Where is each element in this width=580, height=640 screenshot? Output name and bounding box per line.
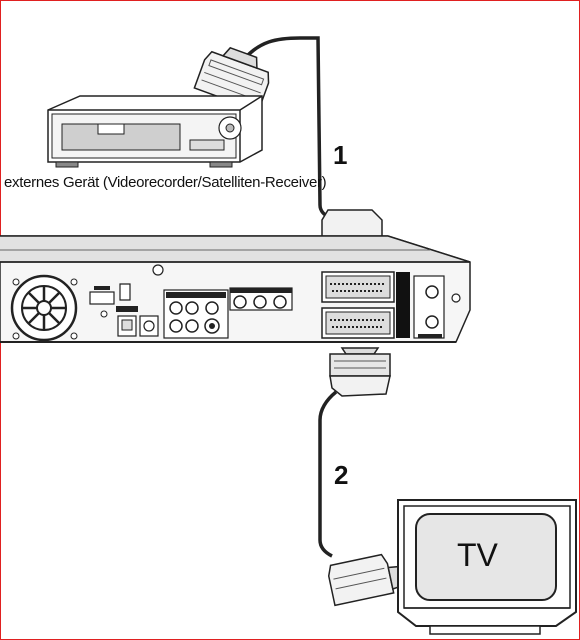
tv-icon bbox=[397, 499, 577, 635]
scart-cable-2 bbox=[318, 390, 338, 558]
step-2-number: 2 bbox=[334, 460, 349, 490]
vcr-icon bbox=[47, 95, 263, 168]
fan-vent-icon bbox=[10, 274, 78, 342]
external-device-label: externes Gerät (Videorecorder/Satelliten… bbox=[4, 174, 327, 191]
scart-plug-recorder-lower bbox=[329, 347, 391, 397]
tv-screen-label: TV bbox=[457, 537, 498, 573]
step-1-number: 1 bbox=[333, 140, 348, 170]
dvd-recorder-back-panel-icon bbox=[0, 235, 471, 343]
scart-plug-tv bbox=[327, 553, 409, 607]
